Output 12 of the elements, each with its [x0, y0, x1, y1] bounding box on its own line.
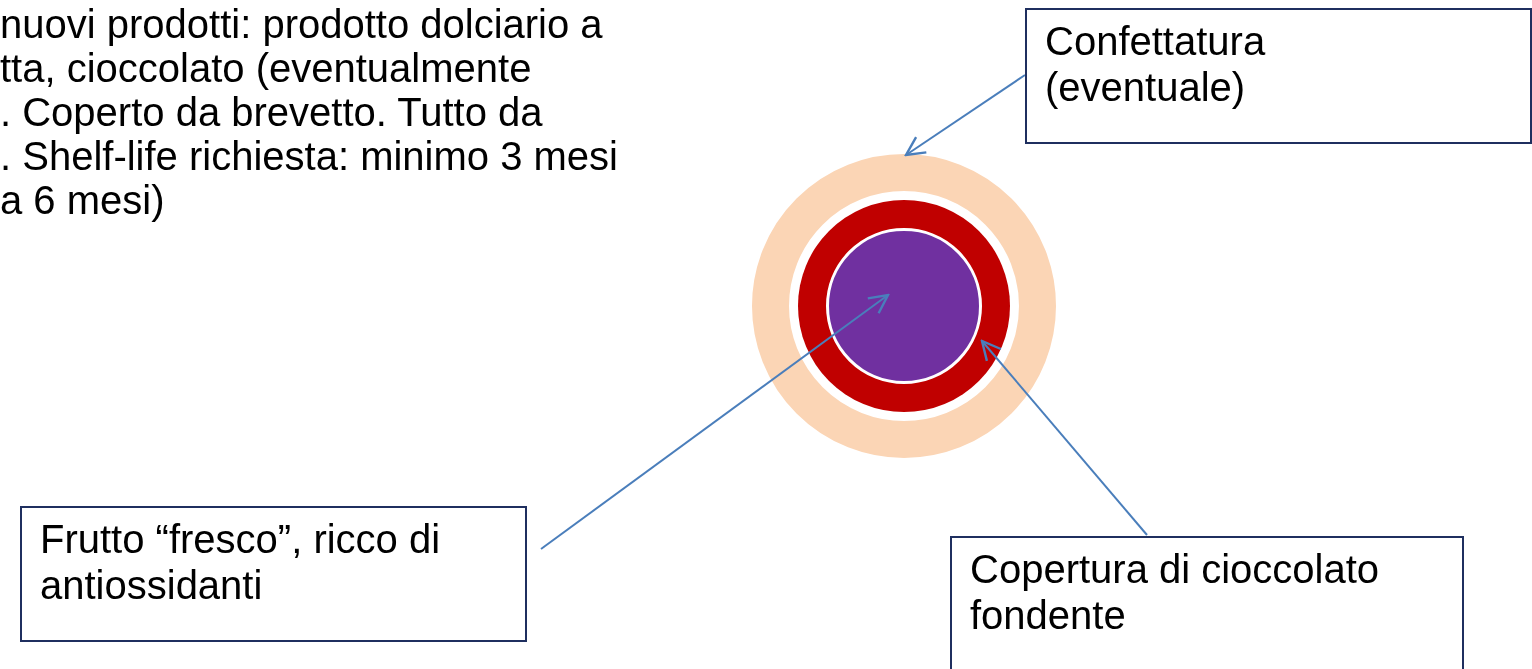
callout-box: Frutto “fresco”, ricco di antiossidanti	[20, 506, 527, 642]
description-text: . Coperto da brevetto. Tutto da	[0, 90, 543, 134]
description-text: a 6 mesi)	[0, 178, 165, 222]
description-text: tta, cioccolato (eventualmente	[0, 46, 532, 90]
leader-arrow	[980, 339, 1148, 536]
leader-arrow	[904, 74, 1026, 157]
description-text: . Shelf-life richiesta: minimo 3 mesi	[0, 134, 618, 178]
leader-arrow	[540, 293, 890, 550]
candy-coating-ring	[752, 154, 1056, 458]
description-text: nuovi prodotti: prodotto dolciario a	[0, 2, 603, 46]
callout-box: Copertura di cioccolato fondente	[950, 536, 1464, 669]
callout-box: Confettatura (eventuale)	[1025, 8, 1532, 144]
